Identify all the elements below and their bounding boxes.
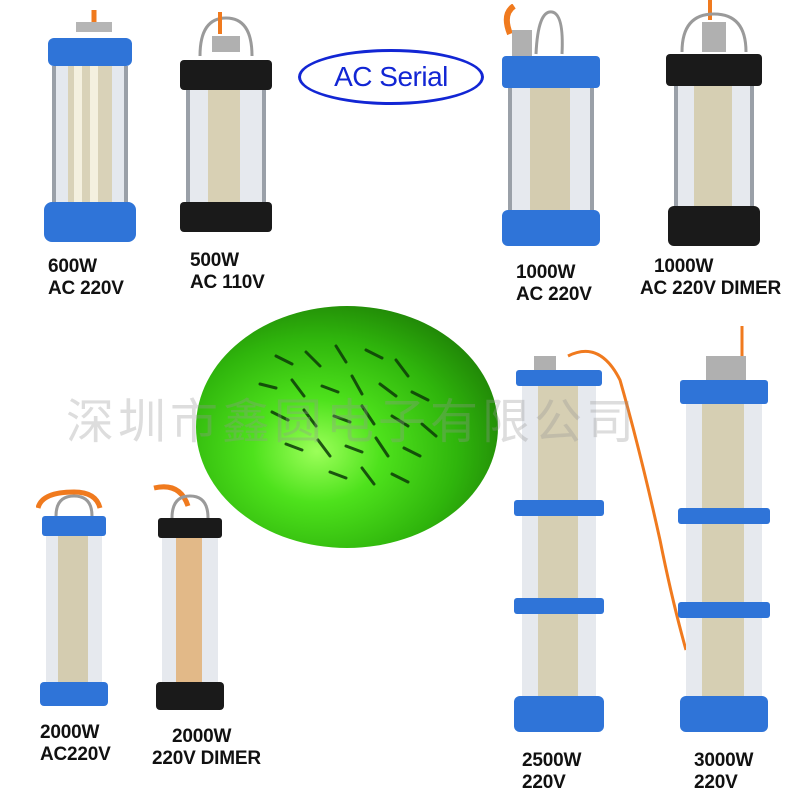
label-1000w-blue-voltage: AC 220V bbox=[516, 284, 592, 305]
label-500w: 500W AC 110V bbox=[190, 250, 265, 294]
lamp-1000w-blue-drawing bbox=[502, 4, 600, 246]
lamp-1000w-black-drawing bbox=[666, 0, 762, 246]
label-600w-power: 600W bbox=[48, 256, 97, 277]
lamp-2000w-blue-image bbox=[36, 486, 112, 708]
label-2000w-blue: 2000W AC220V bbox=[40, 722, 111, 766]
ac-serial-badge-text: AC Serial bbox=[334, 61, 448, 92]
label-1000w-blue: 1000W AC 220V bbox=[516, 262, 592, 306]
label-2000w-black-voltage: 220V DIMER bbox=[152, 748, 261, 769]
label-1000w-black-power: 1000W bbox=[654, 256, 714, 277]
lamp-3000w-image bbox=[676, 326, 772, 744]
lamp-2500w-drawing bbox=[514, 356, 604, 732]
lamp-3000w-drawing bbox=[678, 326, 770, 732]
lamp-2000w-black-image bbox=[150, 484, 230, 712]
label-2500w: 2500W 220V bbox=[522, 750, 581, 794]
lamp-2500w-image bbox=[508, 340, 610, 740]
label-3000w-voltage: 220V bbox=[694, 772, 738, 793]
cable-drawing bbox=[567, 350, 688, 651]
company-watermark: 深圳市鑫圆电子有限公司 bbox=[66, 394, 639, 450]
lamp-2000w-blue-drawing bbox=[36, 489, 108, 706]
lamp-500w-image bbox=[176, 12, 276, 234]
label-2000w-black: 2000W 220V DIMER bbox=[152, 726, 261, 770]
underwater-light-photo bbox=[196, 306, 498, 548]
lamp-600w-image bbox=[38, 10, 142, 250]
ac-serial-badge: AC Serial bbox=[298, 49, 484, 105]
label-3000w: 3000W 220V bbox=[694, 750, 753, 794]
label-500w-power: 500W bbox=[190, 250, 239, 271]
label-500w-voltage: AC 110V bbox=[190, 272, 265, 293]
label-1000w-black: 1000W AC 220V DIMER bbox=[640, 256, 781, 300]
label-2000w-black-power: 2000W bbox=[172, 726, 232, 747]
lamp-1000w-black-image bbox=[664, 0, 764, 248]
lamp-600w-drawing bbox=[44, 10, 136, 242]
label-2000w-blue-power: 2000W bbox=[40, 722, 100, 743]
label-600w: 600W AC 220V bbox=[48, 256, 124, 300]
label-2500w-voltage: 220V bbox=[522, 772, 566, 793]
lamp-1000w-blue-image bbox=[496, 4, 606, 250]
label-1000w-blue-power: 1000W bbox=[516, 262, 576, 283]
fish-school-drawing bbox=[258, 344, 438, 486]
label-2000w-blue-voltage: AC220V bbox=[40, 744, 111, 765]
label-1000w-black-voltage: AC 220V DIMER bbox=[640, 278, 781, 299]
label-600w-voltage: AC 220V bbox=[48, 278, 124, 299]
cable-image bbox=[560, 340, 690, 660]
label-2500w-power: 2500W bbox=[522, 750, 582, 771]
lamp-2000w-black-drawing bbox=[153, 484, 224, 710]
label-3000w-power: 3000W bbox=[694, 750, 754, 771]
lamp-500w-drawing bbox=[180, 12, 272, 232]
